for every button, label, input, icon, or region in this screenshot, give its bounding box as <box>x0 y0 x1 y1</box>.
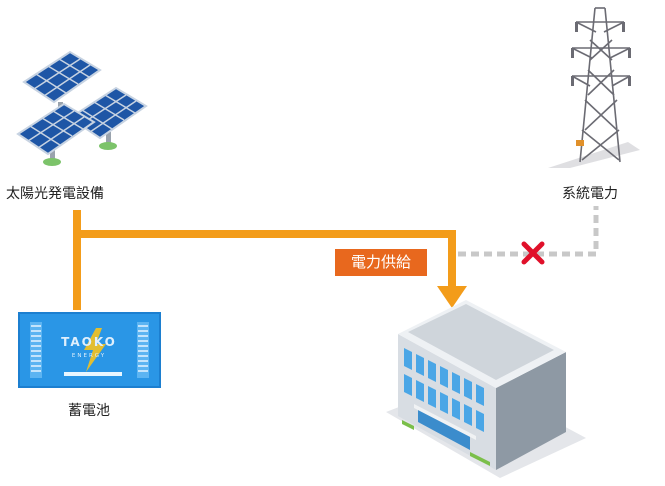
grid-line-blocked <box>458 206 599 257</box>
flow-arrow-icon <box>437 286 467 308</box>
battery-logo: TAOKO <box>61 335 117 349</box>
power-flow-lines <box>73 210 467 310</box>
svg-text:ENERGY: ENERGY <box>72 353 106 359</box>
solar-label: 太陽光発電設備 <box>6 185 104 201</box>
building-icon <box>386 300 586 478</box>
power-supply-tag: 電力供給 <box>335 249 427 276</box>
battery-icon: TAOKO ENERGY <box>18 312 161 388</box>
battery-label: 蓄電池 <box>68 402 110 418</box>
transmission-tower-icon <box>548 7 640 168</box>
cross-icon <box>521 241 545 265</box>
grid-label: 系統電力 <box>562 185 618 201</box>
solar-panel-icon <box>16 50 148 166</box>
